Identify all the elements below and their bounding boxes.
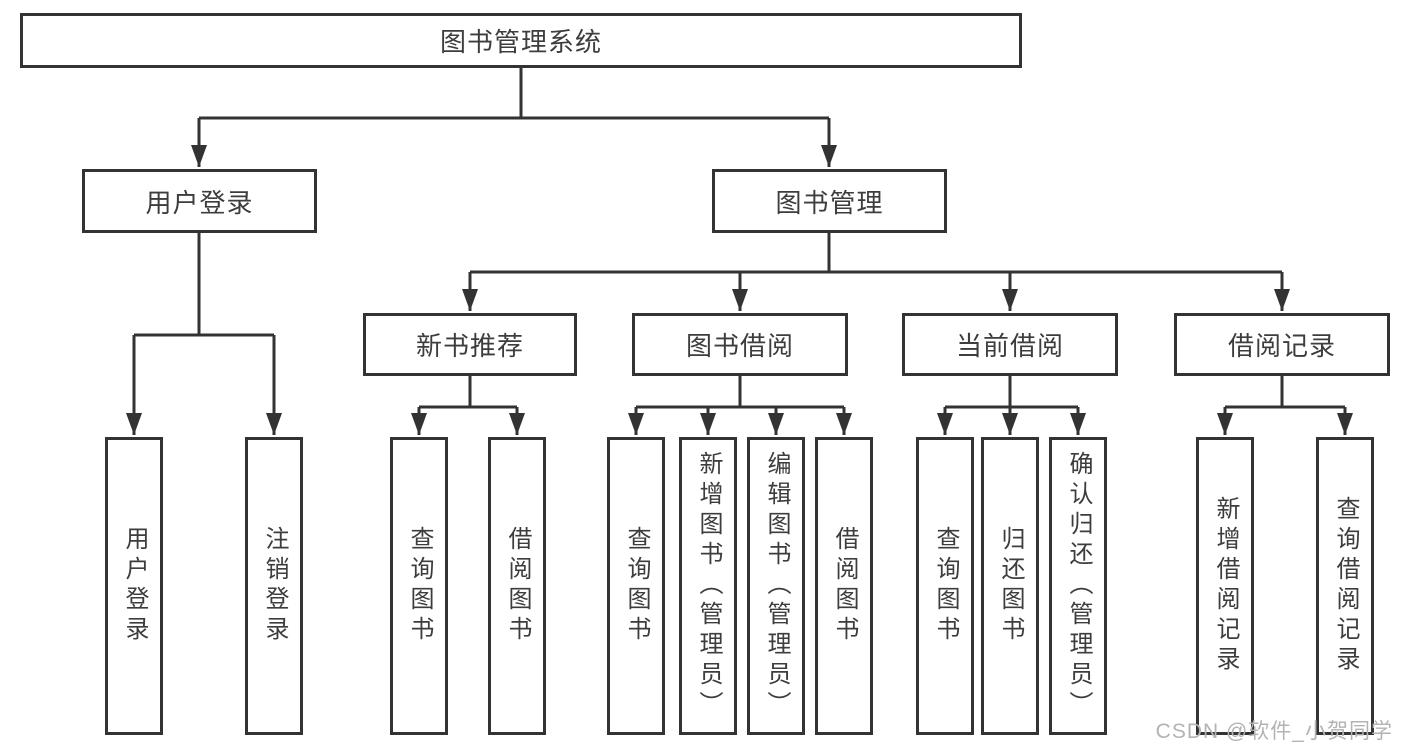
leaf-query-books-current: 查询图书: [916, 437, 974, 735]
node-borrowing-records: 借阅记录: [1174, 313, 1390, 376]
leaf-query-borrow-record: 查询借阅记录: [1316, 437, 1374, 735]
leaf-logout: 注销登录: [245, 437, 303, 735]
leaf-borrow-books: 借阅图书: [815, 437, 873, 735]
leaf-label: 借阅图书: [504, 526, 531, 646]
leaf-edit-books-admin: 编辑图书（管理员）: [747, 437, 805, 735]
leaf-label: 归还图书: [997, 526, 1024, 646]
leaf-label: 用户登录: [121, 526, 148, 646]
leaf-label: 查询图书: [932, 526, 959, 646]
node-label: 图书管理系统: [439, 27, 602, 57]
node-book-management: 图书管理: [712, 169, 947, 233]
leaf-user-login: 用户登录: [105, 437, 163, 735]
leaf-label: 新增借阅记录: [1212, 496, 1239, 676]
leaf-label: 借阅图书: [831, 526, 858, 646]
leaf-return-books: 归还图书: [981, 437, 1039, 735]
csdn-watermark: CSDN @软件_小贺同学: [1155, 720, 1393, 743]
connector-arrow: [126, 118, 1353, 435]
leaf-label: 注销登录: [261, 526, 288, 646]
node-label: 借阅记录: [1227, 331, 1336, 361]
node-label: 新书推荐: [415, 331, 524, 361]
leaf-query-books-borrow: 查询图书: [607, 437, 665, 735]
node-label: 图书借阅: [685, 331, 794, 361]
leaf-label: 新增图书（管理员）: [695, 451, 722, 721]
leaf-label: 查询借阅记录: [1332, 496, 1359, 676]
node-new-book-recommendation: 新书推荐: [363, 313, 577, 376]
node-user-login: 用户登录: [82, 169, 317, 233]
node-current-borrowing: 当前借阅: [902, 313, 1118, 376]
node-book-borrowing: 图书借阅: [632, 313, 848, 376]
leaf-borrow-books-recommend: 借阅图书: [488, 437, 546, 735]
leaf-add-books-admin: 新增图书（管理员）: [679, 437, 737, 735]
leaf-label: 编辑图书（管理员）: [763, 451, 790, 721]
leaf-label: 确认归还（管理员）: [1065, 451, 1092, 721]
node-label: 当前借阅: [955, 331, 1064, 361]
node-library-management-system: 图书管理系统: [20, 13, 1022, 68]
node-label: 图书管理: [775, 187, 884, 218]
connector-line: [134, 68, 1345, 409]
leaf-query-books-recommend: 查询图书: [390, 437, 448, 735]
leaf-add-borrow-record: 新增借阅记录: [1196, 437, 1254, 735]
node-label: 用户登录: [145, 187, 254, 218]
leaf-label: 查询图书: [406, 526, 433, 646]
leaf-confirm-return-admin: 确认归还（管理员）: [1049, 437, 1107, 735]
leaf-label: 查询图书: [623, 526, 650, 646]
